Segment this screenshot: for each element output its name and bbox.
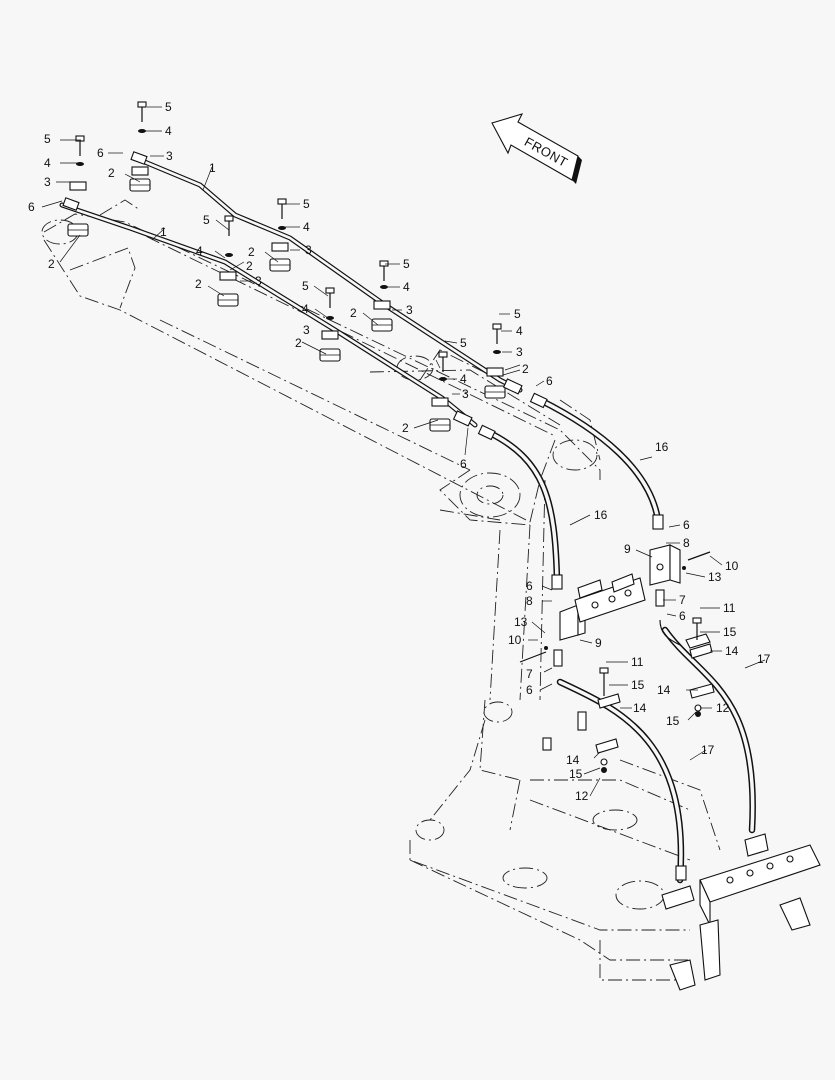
callout-8: 8: [683, 536, 690, 550]
callout-5: 5: [403, 257, 410, 271]
base-mount-bracket-right: [669, 833, 821, 991]
callout-10: 10: [725, 559, 739, 573]
hose-clamp-plates: [542, 617, 715, 773]
callout-5: 5: [460, 336, 467, 350]
callout-2: 2: [108, 166, 115, 180]
callout-2: 2: [246, 259, 253, 273]
front-direction-arrow: FRONT: [491, 113, 582, 184]
callout-4: 4: [460, 372, 467, 386]
rigid-tube-right: [137, 157, 523, 393]
callout-6: 6: [526, 683, 533, 697]
mounting-brackets: [574, 573, 646, 623]
callout-17: 17: [701, 743, 715, 757]
callout-6: 6: [546, 374, 553, 388]
callout-1: 1: [160, 225, 167, 239]
callout-3: 3: [303, 323, 310, 337]
callout-2: 2: [295, 336, 302, 350]
callout-4: 4: [302, 302, 309, 316]
callout-7: 7: [679, 593, 686, 607]
callout-6: 6: [526, 579, 533, 593]
callout-15: 15: [569, 767, 583, 781]
callout-4: 4: [165, 124, 172, 138]
callout-4: 4: [403, 280, 410, 294]
callout-2: 2: [48, 257, 55, 271]
callout-6: 6: [97, 146, 104, 160]
callout-3: 3: [255, 274, 262, 288]
callout-6: 6: [683, 518, 690, 532]
callout-14: 14: [566, 753, 580, 767]
base-mount-bracket-left: [661, 865, 695, 910]
callout-8: 8: [526, 594, 533, 608]
tube-fittings: [62, 151, 664, 590]
callout-12: 12: [575, 789, 589, 803]
pipe-clamps: [67, 166, 506, 432]
callout-3: 3: [305, 243, 312, 257]
callout-2: 2: [195, 277, 202, 291]
callout-7: 7: [526, 667, 533, 681]
hose-16-right: [536, 396, 662, 524]
callout-14: 14: [657, 683, 671, 697]
callout-5: 5: [165, 100, 172, 114]
callout-2: 2: [248, 245, 255, 259]
callout-3: 3: [406, 303, 413, 317]
callout-5: 5: [302, 279, 309, 293]
callout-13: 13: [514, 615, 528, 629]
callout-5: 5: [303, 197, 310, 211]
callout-15: 15: [723, 625, 737, 639]
hose-17-right: [661, 626, 756, 834]
callout-6: 6: [679, 609, 686, 623]
callout-leaders: [41, 106, 766, 797]
callout-15: 15: [631, 678, 645, 692]
callout-4: 4: [44, 156, 51, 170]
callout-6: 6: [28, 200, 35, 214]
callout-3: 3: [166, 149, 173, 163]
callout-12: 12: [716, 701, 730, 715]
callout-3: 3: [44, 175, 51, 189]
callout-5: 5: [44, 132, 51, 146]
callout-4: 4: [303, 220, 310, 234]
callout-4: 4: [196, 244, 203, 258]
callout-17: 17: [757, 652, 771, 666]
callout-6: 6: [460, 457, 467, 471]
callout-5: 5: [514, 307, 521, 321]
callout-2: 2: [350, 306, 357, 320]
callout-labels: 5 4 6 3 5 4 3 6 2 1 2 1 5 4 2 3 5 4 2 3 …: [28, 100, 771, 803]
callout-2: 2: [402, 421, 409, 435]
hose-17-left: [556, 678, 685, 884]
callout-10: 10: [508, 633, 522, 647]
hose-16-left: [484, 428, 561, 584]
callout-11: 11: [631, 655, 644, 669]
valve-block-left: [519, 603, 586, 667]
valve-block-right: [649, 544, 711, 646]
callout-2: 2: [522, 362, 529, 376]
callout-3: 3: [462, 387, 469, 401]
callout-4: 4: [516, 324, 523, 338]
callout-16: 16: [655, 440, 669, 454]
callout-14: 14: [633, 701, 647, 715]
callout-9: 9: [595, 636, 602, 650]
rigid-tube-left: [59, 202, 478, 428]
callout-14: 14: [725, 644, 739, 658]
callout-13: 13: [708, 570, 722, 584]
callout-9: 9: [624, 542, 631, 556]
callout-1: 1: [209, 161, 216, 175]
callout-5: 5: [203, 213, 210, 227]
callout-3: 3: [516, 345, 523, 359]
callout-15: 15: [666, 714, 680, 728]
callout-11: 11: [723, 601, 736, 615]
callout-16: 16: [594, 508, 608, 522]
clamp-bolts: [75, 101, 502, 381]
